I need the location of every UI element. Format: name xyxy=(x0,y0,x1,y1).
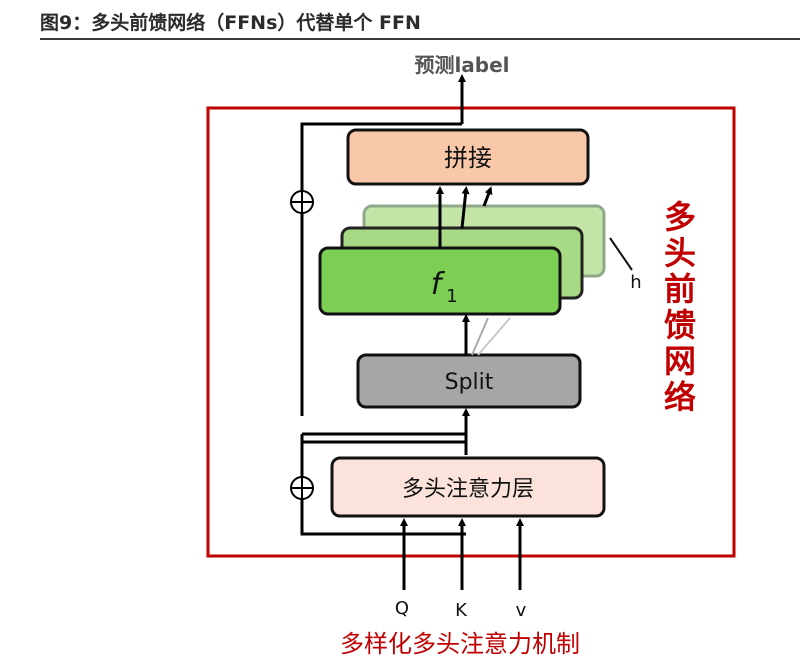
input-label-q: Q xyxy=(395,598,409,619)
split-box xyxy=(356,353,582,409)
figure-header: 图9：多头前馈网络（FFNs）代替单个 FFN xyxy=(40,2,800,40)
input-label-k: K xyxy=(455,600,468,621)
side-label-char: 多 xyxy=(664,198,696,236)
side-label-char: 络 xyxy=(664,378,696,416)
residual-line-bottom-top xyxy=(300,434,466,444)
concat-box xyxy=(346,128,590,186)
ffn-to-concat-arrow-2 xyxy=(460,186,470,229)
side-label-char: 网 xyxy=(664,342,696,380)
diagram-caption: 多样化多头注意力机制 xyxy=(340,630,580,658)
ffn-to-concat-arrow-3 xyxy=(482,186,493,207)
residual-line-top xyxy=(300,122,462,416)
input-label-v: v xyxy=(516,600,527,621)
attention-box xyxy=(330,456,606,518)
split-to-ffn-shadow-1 xyxy=(471,317,489,356)
side-label-char: 馈 xyxy=(664,306,696,344)
side-label-char: 头 xyxy=(664,234,696,272)
split-to-ffn-shadow-2 xyxy=(477,317,511,356)
attention-label: 多头注意力层 xyxy=(402,477,534,502)
side-label-char: 前 xyxy=(664,270,696,308)
head-count-pointer xyxy=(609,237,633,271)
figure-title: 图9：多头前馈网络（FFNs）代替单个 FFN xyxy=(40,12,421,34)
head-count-label: h xyxy=(630,272,641,293)
outer-frame xyxy=(206,106,736,558)
output-label: 预测label xyxy=(414,53,509,77)
side-label: 多头前馈网络 xyxy=(664,198,696,416)
residual-line-bottom xyxy=(300,434,466,536)
split-label: Split xyxy=(445,370,494,395)
ffn-label-subscript: 1 xyxy=(446,286,457,307)
concat-label: 拼接 xyxy=(444,144,492,172)
